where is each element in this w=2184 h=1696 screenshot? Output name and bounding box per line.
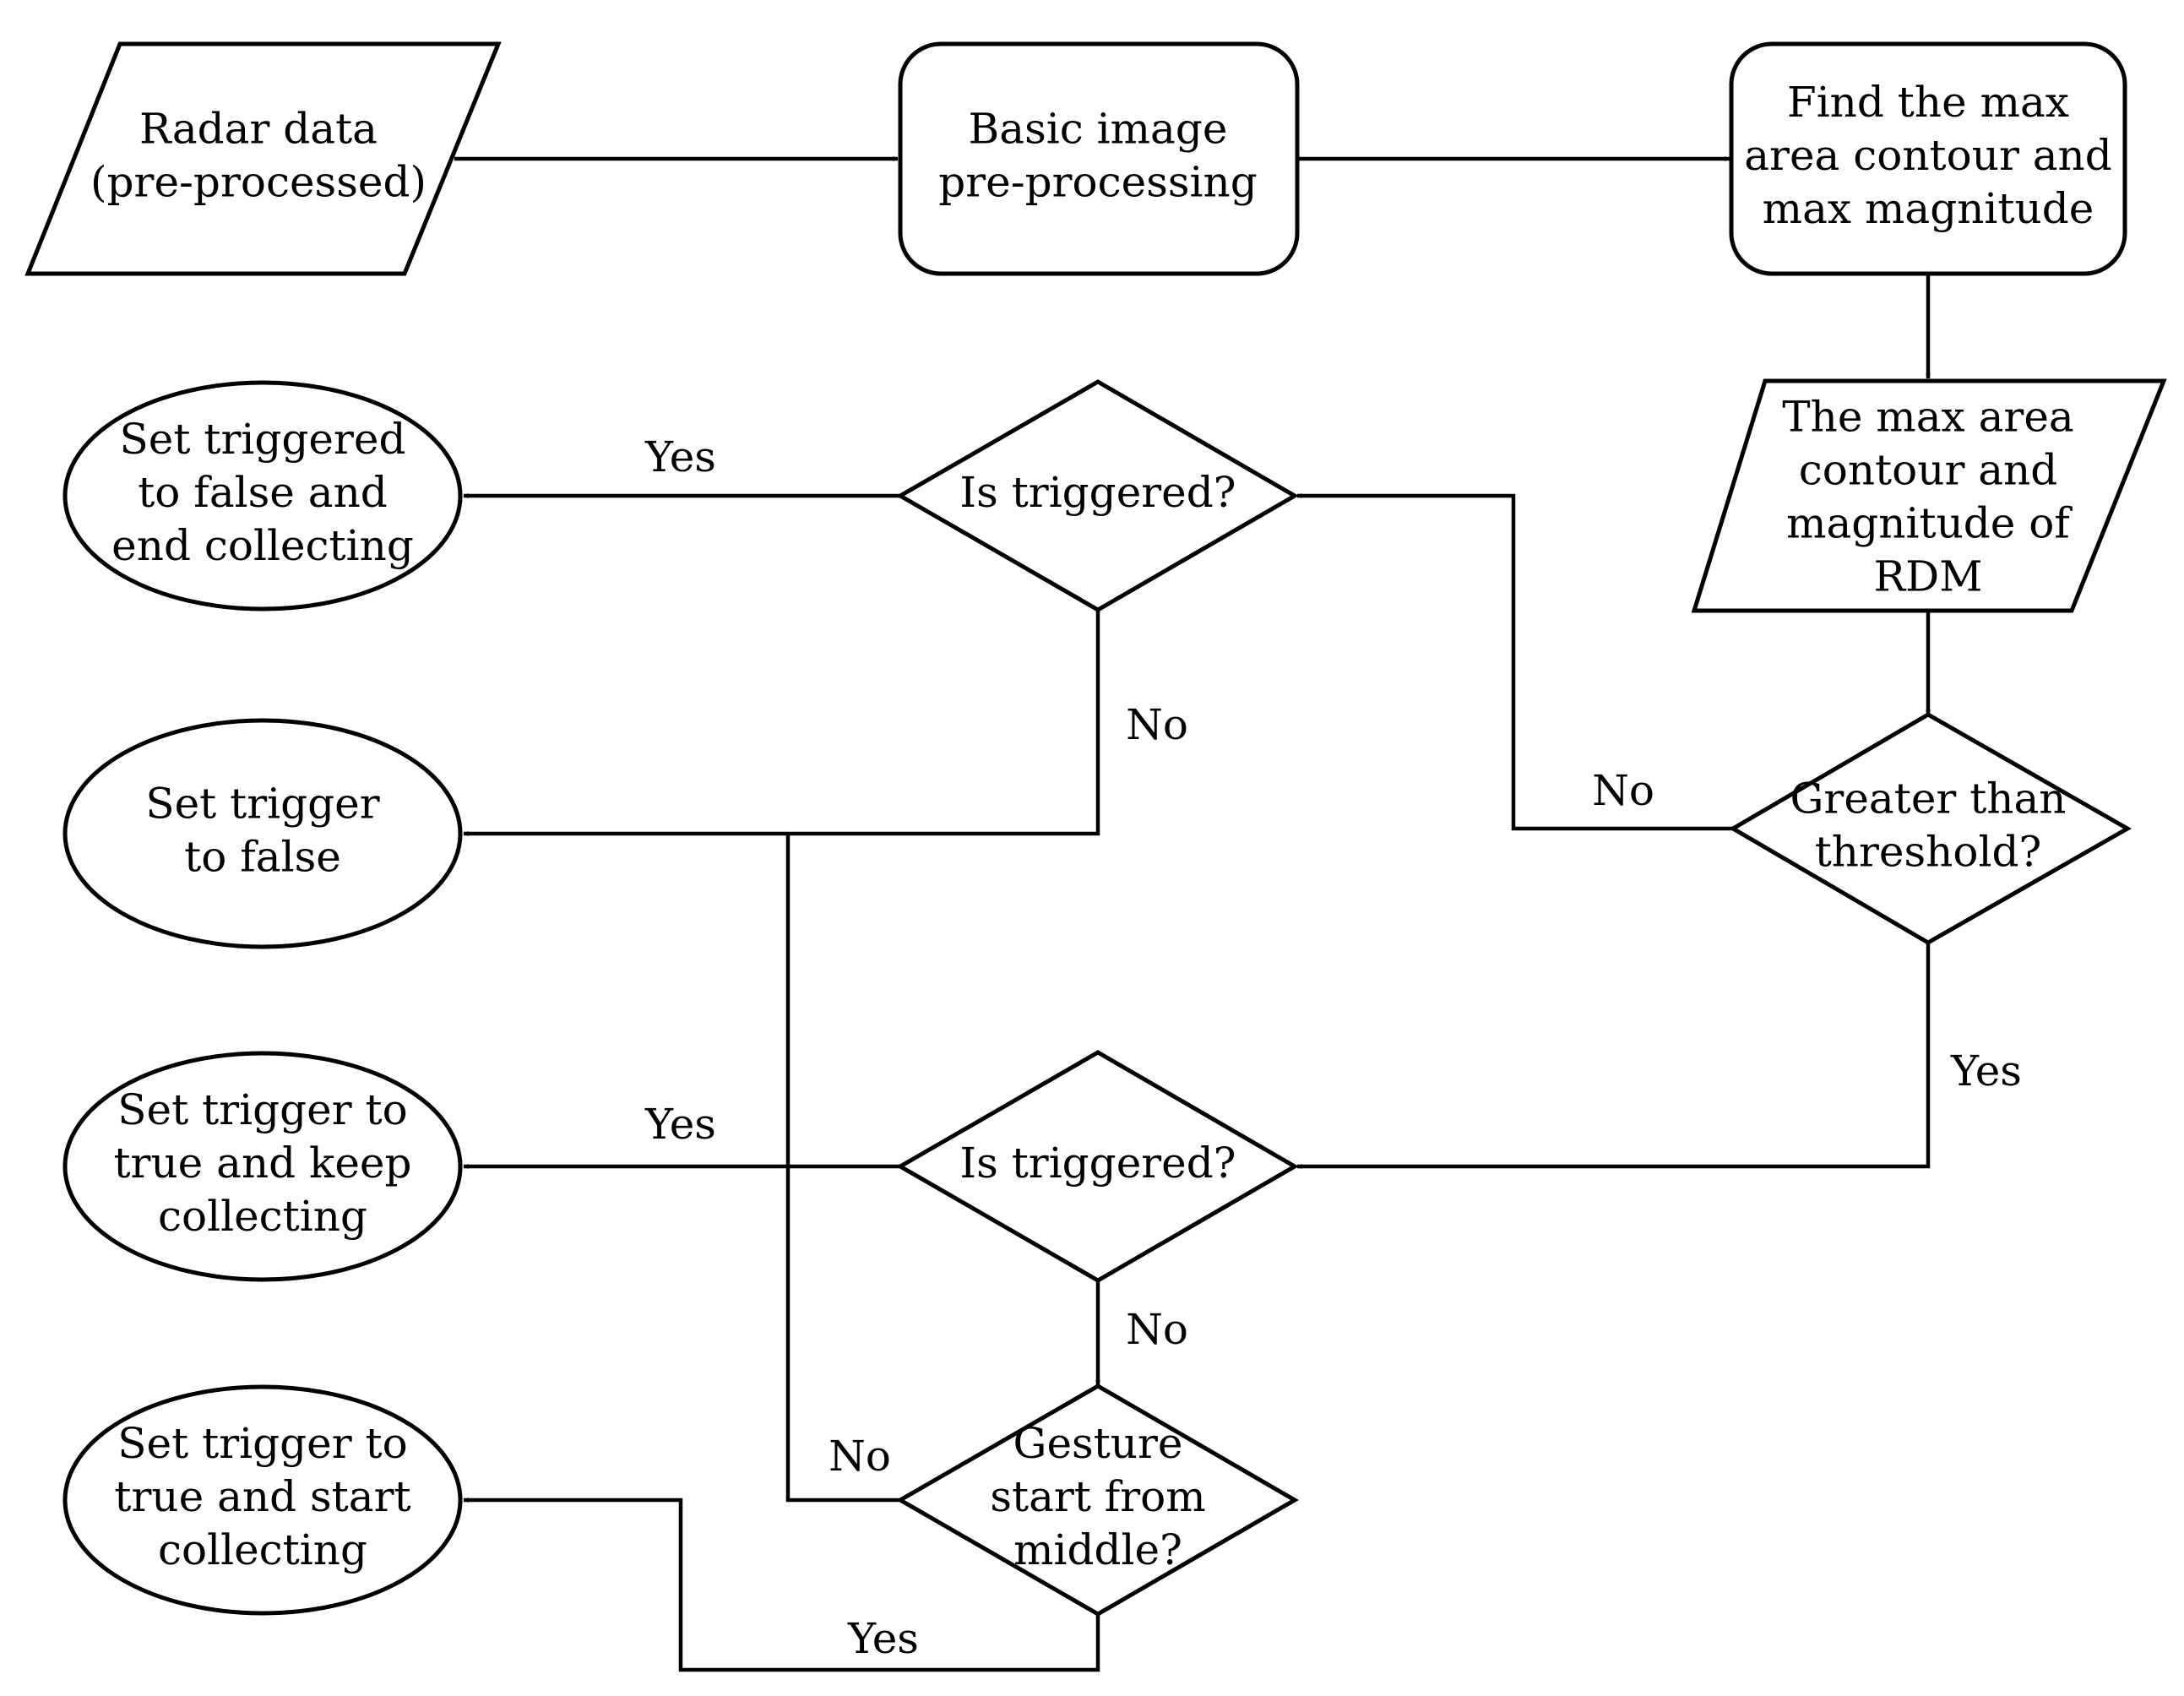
edge-label-bottom-yes: Yes xyxy=(644,1100,716,1149)
gesture-middle-label-line: start from xyxy=(990,1472,1205,1521)
connectors xyxy=(454,156,1931,1672)
arrow-threshold-no-to-is-triggered xyxy=(1296,493,1733,831)
keep-collecting-label-line: Set trigger to xyxy=(117,1085,407,1134)
start-collecting-label-line: Set trigger to xyxy=(117,1419,407,1468)
is-triggered-bottom-node: Is triggered? xyxy=(895,1050,1299,1283)
find-max-shape xyxy=(1729,41,2127,276)
arrow-threshold-yes-to-is-triggered xyxy=(1296,943,1931,1169)
threshold-decision-shape xyxy=(1729,712,2132,945)
radar-data-label-line: Radar data xyxy=(139,105,378,154)
trigger-false-label-line: to false xyxy=(184,833,341,882)
arrow-gesture-yes-to-start-collecting xyxy=(463,1498,1100,1672)
radar-data-label: Radar data(pre-processed) xyxy=(90,105,426,207)
edge-label-gesture-yes: Yes xyxy=(847,1614,919,1663)
trigger-false-label-line: Set trigger xyxy=(145,780,379,829)
keep-collecting-shape xyxy=(62,1051,463,1282)
max-area-rdm-label-line: contour and xyxy=(1799,446,2058,495)
basic-preprocessing-label-line: pre-processing xyxy=(938,158,1258,207)
edge-label-top-no: No xyxy=(1126,700,1188,749)
is-triggered-bottom-label: Is triggered? xyxy=(959,1139,1236,1188)
max-area-rdm-shape xyxy=(1691,378,2167,613)
edge-labels: Yes No No Yes Yes No No Yes xyxy=(644,432,2022,1663)
threshold-decision-label-line: Greater than xyxy=(1790,775,2066,824)
find-max-label-line: area contour and xyxy=(1744,131,2112,180)
end-collecting-label-line: end collecting xyxy=(111,521,414,570)
edge-label-gesture-no: No xyxy=(829,1432,891,1481)
is-triggered-bottom-shape xyxy=(895,1050,1299,1283)
keep-collecting-label-line: true and keep xyxy=(113,1139,411,1188)
is-triggered-top-label: Is triggered? xyxy=(959,468,1236,517)
find-max-label-line: max magnitude xyxy=(1763,184,2094,233)
edge-label-top-yes: Yes xyxy=(644,432,716,481)
start-collecting-label-line: true and start xyxy=(114,1472,410,1521)
max-area-rdm-label-line: RDM xyxy=(1874,552,1983,601)
is-triggered-top-label-line: Is triggered? xyxy=(959,468,1236,517)
basic-preprocessing-label-line: Basic image xyxy=(969,105,1228,154)
trigger-false-shape xyxy=(62,718,463,949)
end-collecting-shape xyxy=(62,380,463,612)
end-collecting-label-line: Set triggered xyxy=(120,415,406,464)
gesture-middle-shape xyxy=(895,1383,1299,1617)
edge-label-threshold-yes: Yes xyxy=(1950,1046,2022,1095)
start-collecting-label-line: collecting xyxy=(158,1525,367,1574)
is-triggered-top-shape xyxy=(895,379,1299,612)
keep-collecting-label-line: collecting xyxy=(158,1192,367,1241)
start-collecting-shape xyxy=(62,1384,463,1616)
edge-label-bottom-no: No xyxy=(1126,1305,1188,1354)
gesture-middle-label-line: Gesture xyxy=(1013,1419,1183,1468)
radar-data-label-line: (pre-processed) xyxy=(90,158,426,207)
basic-preprocessing-shape xyxy=(898,41,1300,276)
radar-data-shape xyxy=(24,41,502,276)
is-triggered-top-node: Is triggered? xyxy=(895,379,1299,612)
edge-label-threshold-no: No xyxy=(1592,766,1654,815)
arrow-top-no-to-trigger-false xyxy=(463,610,1100,836)
end-collecting-label-line: to false and xyxy=(138,468,388,517)
radar-data-node: Radar data(pre-processed) xyxy=(24,41,502,276)
threshold-decision-label-line: threshold? xyxy=(1815,828,2042,877)
is-triggered-bottom-label-line: Is triggered? xyxy=(959,1139,1236,1188)
max-area-rdm-label-line: magnitude of xyxy=(1786,499,2073,548)
gesture-middle-label-line: middle? xyxy=(1013,1525,1182,1574)
max-area-rdm-label-line: The max area xyxy=(1782,393,2073,442)
find-max-label-line: Find the max xyxy=(1787,78,2069,127)
line-gesture-no-to-trigger-false xyxy=(785,834,900,1503)
